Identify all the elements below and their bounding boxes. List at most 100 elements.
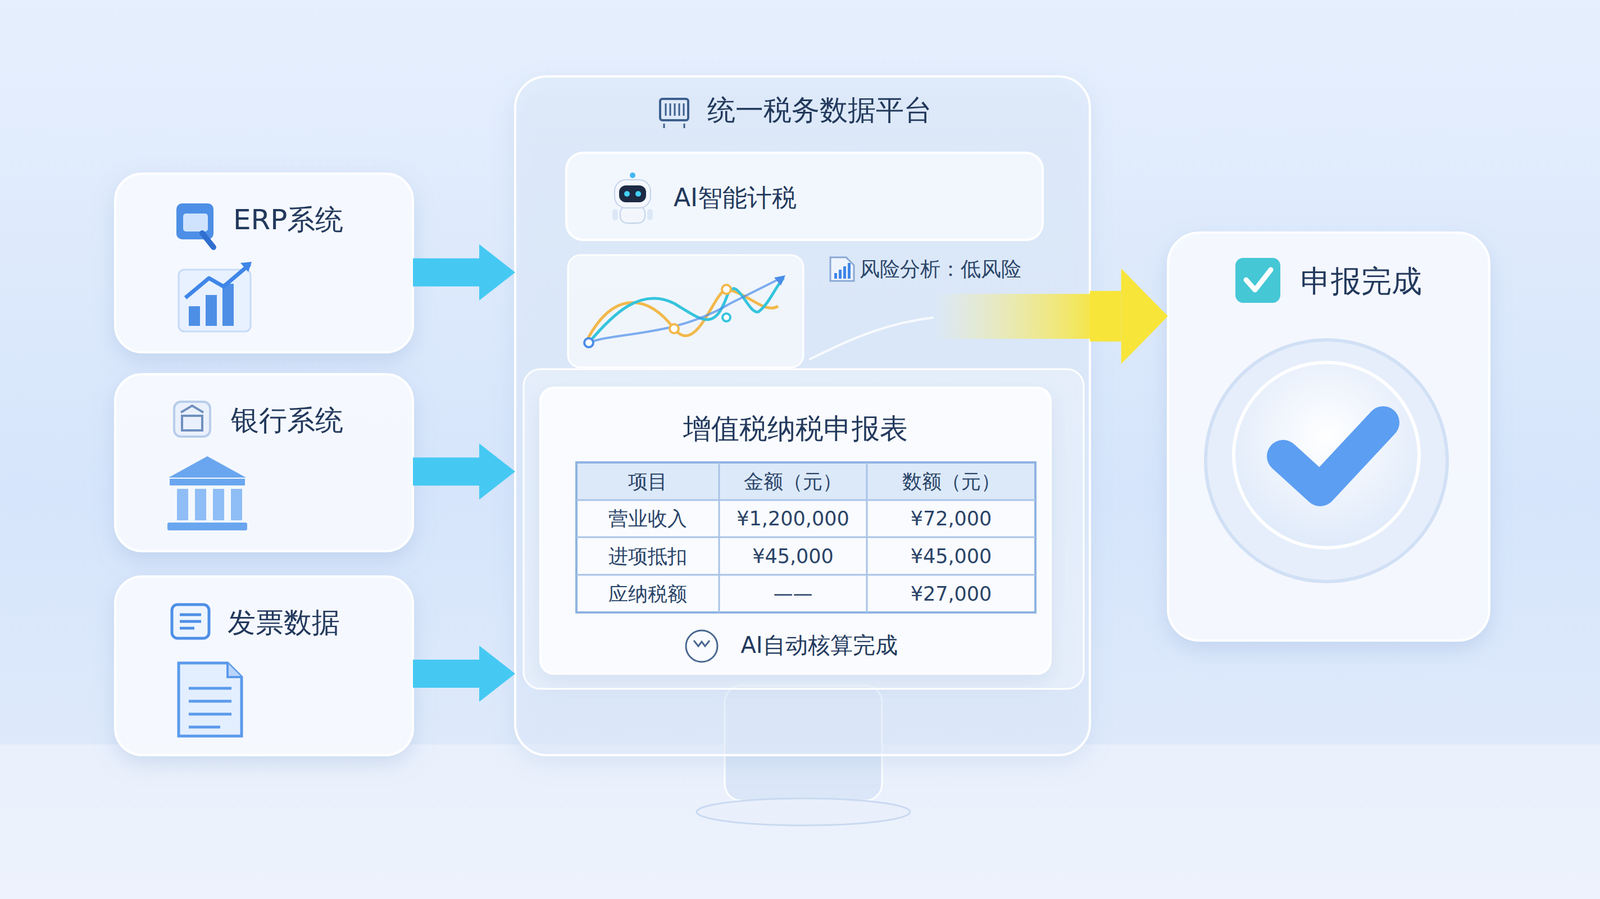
platform-icon (660, 98, 689, 129)
flow-arrow (1089, 268, 1168, 365)
invoice-small-icon-part (179, 614, 202, 629)
chart-icon (178, 261, 252, 332)
box-title: 申报完成 (1300, 263, 1422, 300)
arrow-shaft (412, 659, 480, 688)
invoice-small-icon (171, 604, 209, 639)
erp-icon-part (183, 213, 208, 232)
bank-building-icon (167, 456, 248, 531)
table-cell: ¥72,000 (866, 500, 1036, 538)
cell-text: ¥1,200,000 (736, 506, 849, 531)
box-title: 发票数据 (227, 605, 340, 640)
calc-done-icon (685, 630, 718, 662)
trend-chart-part (721, 284, 731, 294)
data-flow-band-part (933, 293, 1090, 339)
chart-icon-part (222, 283, 234, 326)
bank-small-icon-part (182, 415, 203, 431)
completion-check-part (1205, 339, 1448, 582)
arrow-head (479, 645, 516, 702)
cell-text: 应纳税额 (608, 582, 688, 606)
risk-icon-part (830, 257, 854, 281)
invoice-doc-icon (178, 662, 242, 736)
cell-text: 营业收入 (608, 506, 688, 531)
checkbox-icon-part (1246, 269, 1271, 290)
table-grid-part (576, 462, 1036, 613)
table-outer-panel-part (523, 369, 1084, 689)
robot-icon (612, 172, 653, 225)
table-cell: ¥45,000 (719, 537, 867, 575)
risk-icon-part (834, 273, 838, 279)
source-card: 银行系统 (115, 374, 413, 552)
trend-chart-part (588, 278, 781, 343)
platform-icon-part (664, 103, 685, 129)
table-cell: ¥27,000 (866, 574, 1036, 613)
trend-chart-part (584, 338, 594, 348)
arrow-shaft (412, 258, 480, 287)
robot-icon-part (619, 185, 647, 203)
bank-building-icon-part (194, 488, 207, 521)
robot-icon-part (614, 179, 651, 208)
trend-chart-part (722, 313, 731, 322)
cell-text: 数额（元） (902, 469, 1001, 494)
source-card: 发票数据 (115, 576, 413, 756)
bank-small-icon (174, 401, 211, 437)
trend-chart-part (567, 255, 804, 368)
box-title: ERP系统 (233, 202, 344, 237)
risk-icon-part (847, 262, 851, 279)
platform-panel: 统一税务数据平台AI智能计税增值税纳税申报表AI自动核算完成 (515, 76, 1090, 756)
completion-check-part (1233, 362, 1420, 548)
trend-chart-part (774, 275, 786, 286)
result-card: 申报完成 (1167, 232, 1490, 641)
risk-icon (830, 257, 854, 281)
table-grid-part (576, 462, 1036, 613)
cell-text: ¥27,000 (910, 582, 993, 606)
cell-text: 项目 (628, 469, 668, 494)
checkbox-icon (1235, 257, 1281, 303)
bank-building-icon-part (176, 488, 189, 521)
cell-text: 进项抵扣 (608, 544, 688, 568)
robot-icon-part (647, 208, 653, 221)
cell-text: —— (773, 582, 813, 606)
erp-icon-part (202, 233, 214, 248)
chart-icon-part (178, 269, 251, 332)
bank-small-icon-part (180, 405, 204, 413)
flow-arrow (412, 443, 516, 500)
chart-icon-part (205, 294, 217, 326)
arrow-shaft (412, 457, 480, 486)
arrow-head (479, 443, 516, 500)
box-backdrops (115, 76, 1490, 756)
monitor-stand-part (696, 798, 911, 826)
flow-arrow (412, 244, 516, 301)
table-cell: 应纳税额 (576, 574, 720, 613)
cell-text: ¥45,000 (752, 544, 834, 568)
table-cell: —— (719, 574, 867, 613)
calc-done-icon-part (685, 630, 718, 662)
erp-icon-part (176, 203, 214, 240)
robot-icon-part (635, 191, 642, 197)
table-cell: 营业收入 (576, 500, 720, 538)
box-title: AI智能计税 (673, 183, 797, 213)
data-flow-band-part (808, 317, 934, 360)
cell-text: ¥72,000 (910, 506, 993, 531)
bank-small-icon-part (174, 401, 211, 437)
box-note: AI自动核算完成 (693, 631, 898, 659)
completion-check (1205, 339, 1448, 582)
bank-building-icon-part (169, 478, 245, 486)
source-card: ERP系统 (115, 173, 413, 353)
data-flow-band (808, 293, 1090, 360)
invoice-doc-icon-part (188, 688, 232, 727)
table-cell: 项目 (576, 462, 720, 500)
completion-check-part (1283, 422, 1384, 490)
table-cell: ¥1,200,000 (719, 500, 867, 538)
trend-chart-part (669, 324, 679, 334)
invoice-small-icon-part (171, 604, 209, 639)
bank-building-icon-part (230, 488, 243, 521)
risk-icon-part (843, 266, 847, 279)
bank-building-icon-part (168, 456, 247, 478)
trend-chart (567, 255, 804, 368)
box-backdrop (515, 76, 1090, 756)
robot-icon-part (612, 208, 618, 221)
box-backdrop (115, 374, 413, 552)
